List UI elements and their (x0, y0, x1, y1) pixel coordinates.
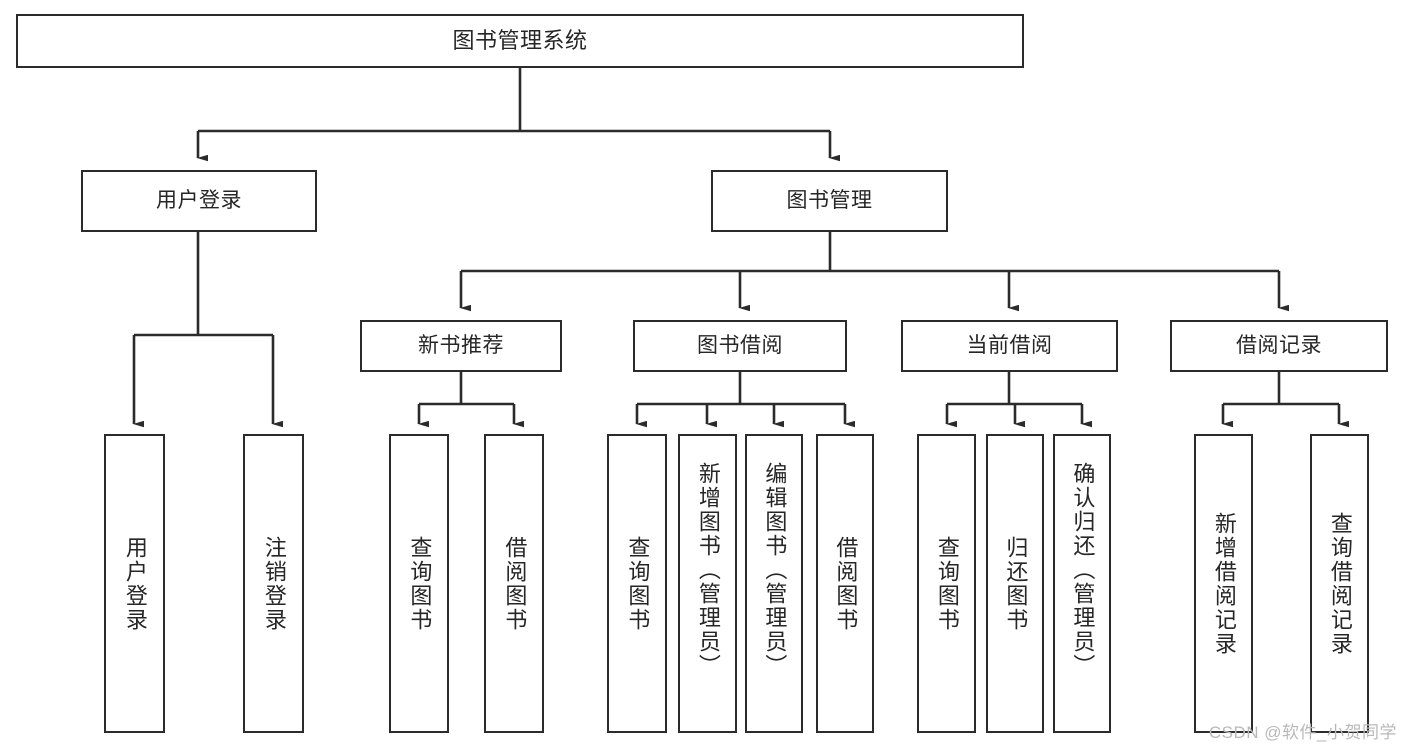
node-current-borrow-label: 当前借阅 (966, 333, 1053, 357)
leaf-add-book[interactable]: 新增图书（管理员） (678, 434, 737, 733)
leaf-borrow-book-2[interactable]: 借阅图书 (816, 434, 874, 733)
node-new-book-rec[interactable]: 新书推荐 (360, 320, 562, 372)
leaf-borrow-book-2-label: 借阅图书 (833, 535, 859, 632)
leaf-confirm-return-label: 确认归还（管理员） (1070, 462, 1096, 678)
node-root-label: 图书管理系统 (452, 28, 588, 54)
csdn-watermark: CSDN @软件_小贺同学 (1208, 723, 1397, 742)
node-book-manage[interactable]: 图书管理 (711, 170, 948, 232)
node-root[interactable]: 图书管理系统 (16, 14, 1024, 68)
leaf-add-book-label: 新增图书（管理员） (695, 462, 721, 678)
leaf-return-book[interactable]: 归还图书 (986, 434, 1044, 733)
node-borrow-record[interactable]: 借阅记录 (1170, 320, 1388, 372)
node-book-manage-label: 图书管理 (786, 188, 873, 212)
leaf-edit-book-label: 编辑图书（管理员） (762, 462, 788, 678)
leaf-query-record[interactable]: 查询借阅记录 (1310, 434, 1369, 733)
node-user-login[interactable]: 用户登录 (81, 170, 317, 232)
leaf-confirm-return[interactable]: 确认归还（管理员） (1053, 434, 1111, 733)
leaf-query-book-3[interactable]: 查询图书 (917, 434, 976, 733)
leaf-borrow-book-1-label: 借阅图书 (502, 535, 528, 632)
leaf-add-record-label: 新增借阅记录 (1211, 511, 1237, 656)
leaf-logout-label: 注销登录 (261, 535, 287, 632)
leaf-query-book-3-label: 查询图书 (934, 535, 960, 632)
leaf-add-record[interactable]: 新增借阅记录 (1194, 434, 1253, 733)
leaf-query-book-1-label: 查询图书 (407, 535, 433, 632)
leaf-logout[interactable]: 注销登录 (243, 434, 304, 733)
leaf-query-book-2[interactable]: 查询图书 (607, 434, 667, 733)
leaf-user-login[interactable]: 用户登录 (104, 434, 165, 733)
leaf-return-book-label: 归还图书 (1003, 535, 1029, 632)
leaf-edit-book[interactable]: 编辑图书（管理员） (745, 434, 803, 733)
leaf-query-record-label: 查询借阅记录 (1327, 511, 1353, 656)
node-user-login-label: 用户登录 (156, 188, 242, 212)
node-book-borrow-label: 图书借阅 (697, 333, 783, 357)
node-current-borrow[interactable]: 当前借阅 (901, 320, 1118, 372)
node-new-book-rec-label: 新书推荐 (418, 333, 504, 357)
leaf-user-login-label: 用户登录 (122, 535, 148, 632)
node-book-borrow[interactable]: 图书借阅 (633, 320, 847, 372)
leaf-query-book-2-label: 查询图书 (625, 535, 651, 632)
leaf-borrow-book-1[interactable]: 借阅图书 (484, 434, 544, 733)
node-borrow-record-label: 借阅记录 (1236, 333, 1322, 357)
leaf-query-book-1[interactable]: 查询图书 (389, 434, 449, 733)
